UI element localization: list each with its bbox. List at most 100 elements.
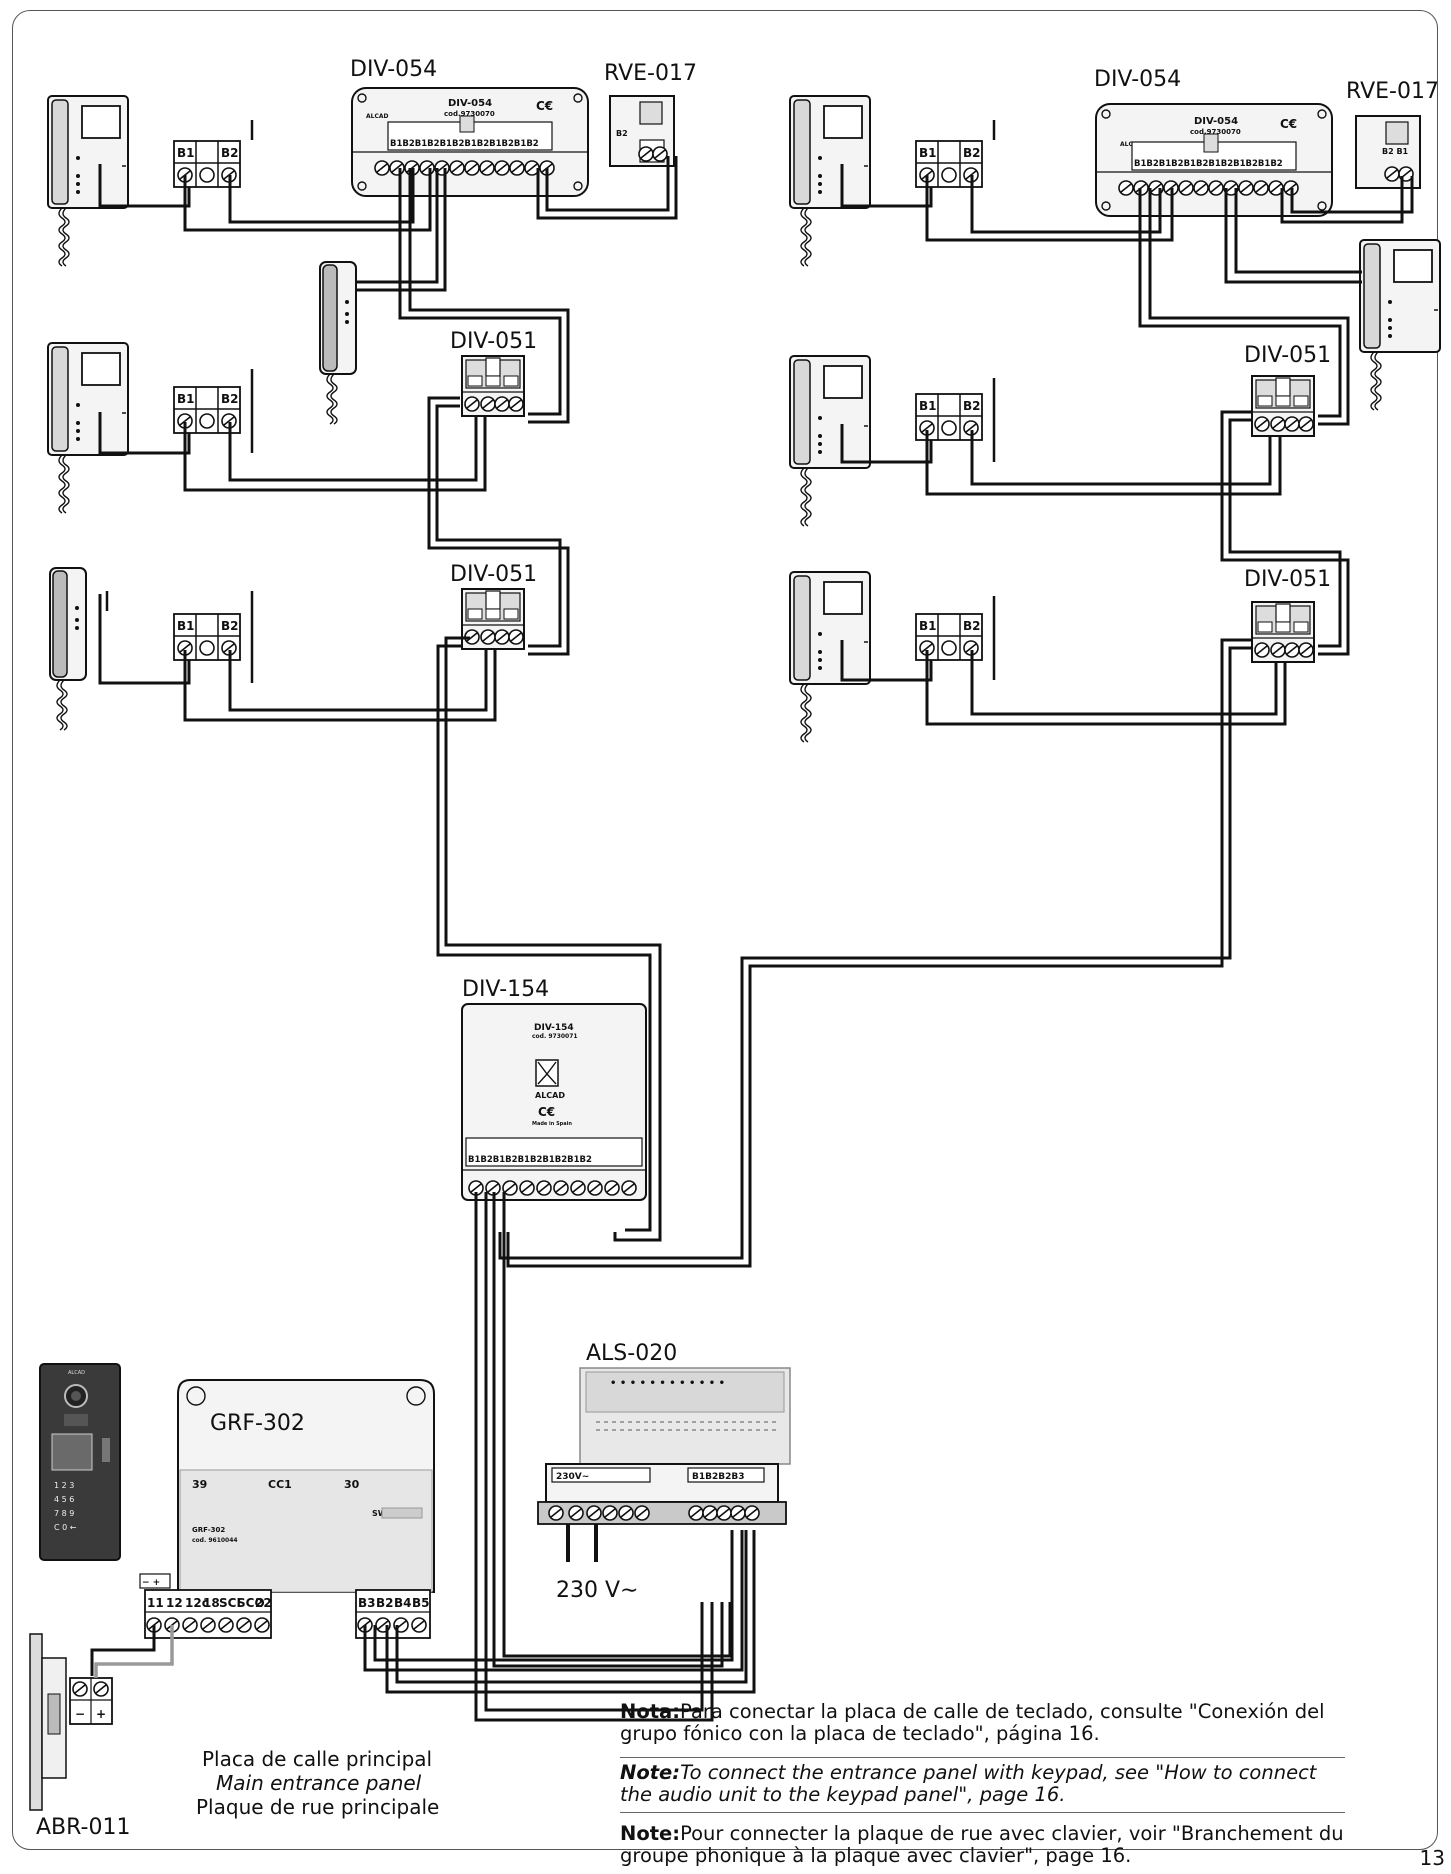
right-bus-wiring [498,175,1414,1268]
als020-device: • • • • • • • • • • • • 230V~ B1B2B2B3 [537,1367,791,1525]
svg-text:B1: B1 [919,146,937,160]
page-frame [12,10,1438,1850]
svg-text:B1B2B1B2B1B2B1B2B1B2B1B2: B1B2B1B2B1B2B1B2B1B2B1B2 [1134,159,1283,169]
abr011-label: ABR-011 [36,1815,130,1840]
svg-text:GRF-302: GRF-302 [192,1526,225,1534]
audio-phone-2 [319,261,357,425]
terminal-block-4: B1 B2 [916,141,982,187]
voltage-label: 230 V∼ [556,1578,638,1603]
grf302-terminals-left: 11 12 12c 18 SCI SCO 22 [144,1589,272,1639]
rve017-right-device: B2 B1 [1355,115,1421,189]
terminal-block-6: B1 B2 [916,614,982,660]
video-monitor-3 [789,95,871,267]
svg-text:B2 B1: B2 B1 [1382,147,1409,156]
video-monitor-1 [47,95,129,267]
svg-text:B1: B1 [919,619,937,633]
terminal-block-3: B1 B2 [174,614,240,660]
div154-label: DIV-154 [462,977,549,1002]
svg-text:7 8 9: 7 8 9 [54,1509,74,1518]
div054-right-label: DIV-054 [1094,67,1181,92]
svg-text:C€: C€ [536,99,553,113]
svg-text:B5: B5 [412,1596,430,1610]
caption-line-1: Placa de calle principal [202,1747,432,1771]
terminal-block-5: B1 B2 [916,394,982,440]
svg-text:cod.9730070: cod.9730070 [444,110,495,118]
div054-right-device: DIV-054 cod.9730070 C€ ALCAD B1B2B1B2B1B… [1095,103,1333,217]
div051-right-1-label: DIV-051 [1244,343,1331,368]
svg-text:B1B2B1B2B1B2B1B2B1B2B1B2: B1B2B1B2B1B2B1B2B1B2B1B2 [390,139,539,149]
svg-text:CC1: CC1 [268,1478,292,1491]
als020-label: ALS-020 [586,1341,677,1366]
svg-text:B1: B1 [177,392,195,406]
div051-right-1 [1252,376,1314,436]
svg-text:B3: B3 [358,1596,376,1610]
svg-text:1 2 3: 1 2 3 [54,1481,74,1490]
page-number: 13 [1419,1846,1445,1870]
svg-text:B2: B2 [963,399,981,413]
svg-text:B2: B2 [616,129,628,138]
svg-text:− +: − + [142,1578,160,1588]
svg-text:DIV-054: DIV-054 [1194,116,1238,127]
svg-text:+: + [96,1707,106,1721]
svg-text:18: 18 [203,1596,220,1610]
svg-text:B1: B1 [177,619,195,633]
grf302-label: GRF-302 [210,1411,305,1436]
grf302-terminals-right: B3 B2 B4 B5 [355,1589,431,1639]
svg-text:22: 22 [255,1596,272,1610]
div051-left-2-label: DIV-051 [450,562,537,587]
svg-text:cod. 9730071: cod. 9730071 [532,1033,578,1040]
svg-text:12: 12 [166,1596,183,1610]
svg-text:4 5 6: 4 5 6 [54,1495,74,1504]
svg-text:cod. 9610044: cod. 9610044 [192,1537,238,1544]
left-bus-wiring [183,156,678,1242]
div051-left-1 [462,356,524,416]
svg-text:B2: B2 [963,146,981,160]
div054-left-label: DIV-054 [350,57,437,82]
svg-text:DIV-154: DIV-154 [534,1023,574,1033]
svg-text:SCI: SCI [219,1596,241,1610]
terminal-block-2: B1 B2 [174,387,240,433]
svg-text:B2: B2 [963,619,981,633]
svg-text:DIV-054: DIV-054 [448,98,492,109]
svg-text:SCO: SCO [237,1596,265,1610]
video-monitor-4 [1359,239,1441,411]
svg-text:ALCAD: ALCAD [366,113,389,120]
div051-left-1-label: DIV-051 [450,329,537,354]
video-monitor-2 [47,342,129,514]
entrance-panel: ALCAD 1 2 3 4 5 6 7 8 9 C 0 ← [39,1363,121,1561]
svg-text:39: 39 [192,1478,207,1491]
caption-line-2: Main entrance panel [216,1771,422,1795]
rve017-left-device: B2 [609,95,675,167]
svg-text:B2: B2 [221,392,239,406]
svg-text:B2: B2 [376,1596,394,1610]
video-monitor-5 [789,355,871,527]
div051-right-2-label: DIV-051 [1244,567,1331,592]
svg-text:Made in Spain: Made in Spain [532,1121,572,1127]
svg-text:B1B2B1B2B1B2B1B2B1B2: B1B2B1B2B1B2B1B2B1B2 [468,1155,592,1165]
svg-text:−: − [75,1707,85,1721]
svg-text:B1B2B2B3: B1B2B2B3 [692,1472,745,1482]
abr011-lock: −+ [29,1633,113,1811]
notes-block: Nota:Para conectar la placa de calle de … [620,1697,1345,1873]
svg-text:B2: B2 [221,146,239,160]
div051-left-2 [462,589,524,649]
svg-text:ALCAD: ALCAD [68,1370,85,1376]
svg-text:ALCAD: ALCAD [535,1091,565,1100]
terminal-block-1: B1 B2 [174,141,240,187]
svg-text:11: 11 [147,1596,164,1610]
div054-left-device: DIV-054 cod.9730070 C€ ALCAD B1B2B1B2B1B… [351,87,589,197]
svg-text:B2: B2 [221,619,239,633]
caption-line-3: Plaque de rue principale [196,1795,439,1819]
note-english: Note:To connect the entrance panel with … [620,1757,1345,1813]
svg-text:C€: C€ [1280,117,1297,131]
note-french: Note:Pour connecter la plaque de rue ave… [620,1822,1344,1867]
rve017-left-label: RVE-017 [604,61,697,86]
audio-phone-1 [49,567,87,731]
svg-text:230V~: 230V~ [556,1472,589,1482]
svg-text:C€: C€ [538,1105,555,1119]
svg-text:12c: 12c [185,1596,209,1610]
div051-right-2 [1252,602,1314,662]
div154-device: DIV-154 cod. 9730071 ALCAD C€ Made in Sp… [461,1003,647,1201]
rve017-right-label: RVE-017 [1346,79,1439,104]
